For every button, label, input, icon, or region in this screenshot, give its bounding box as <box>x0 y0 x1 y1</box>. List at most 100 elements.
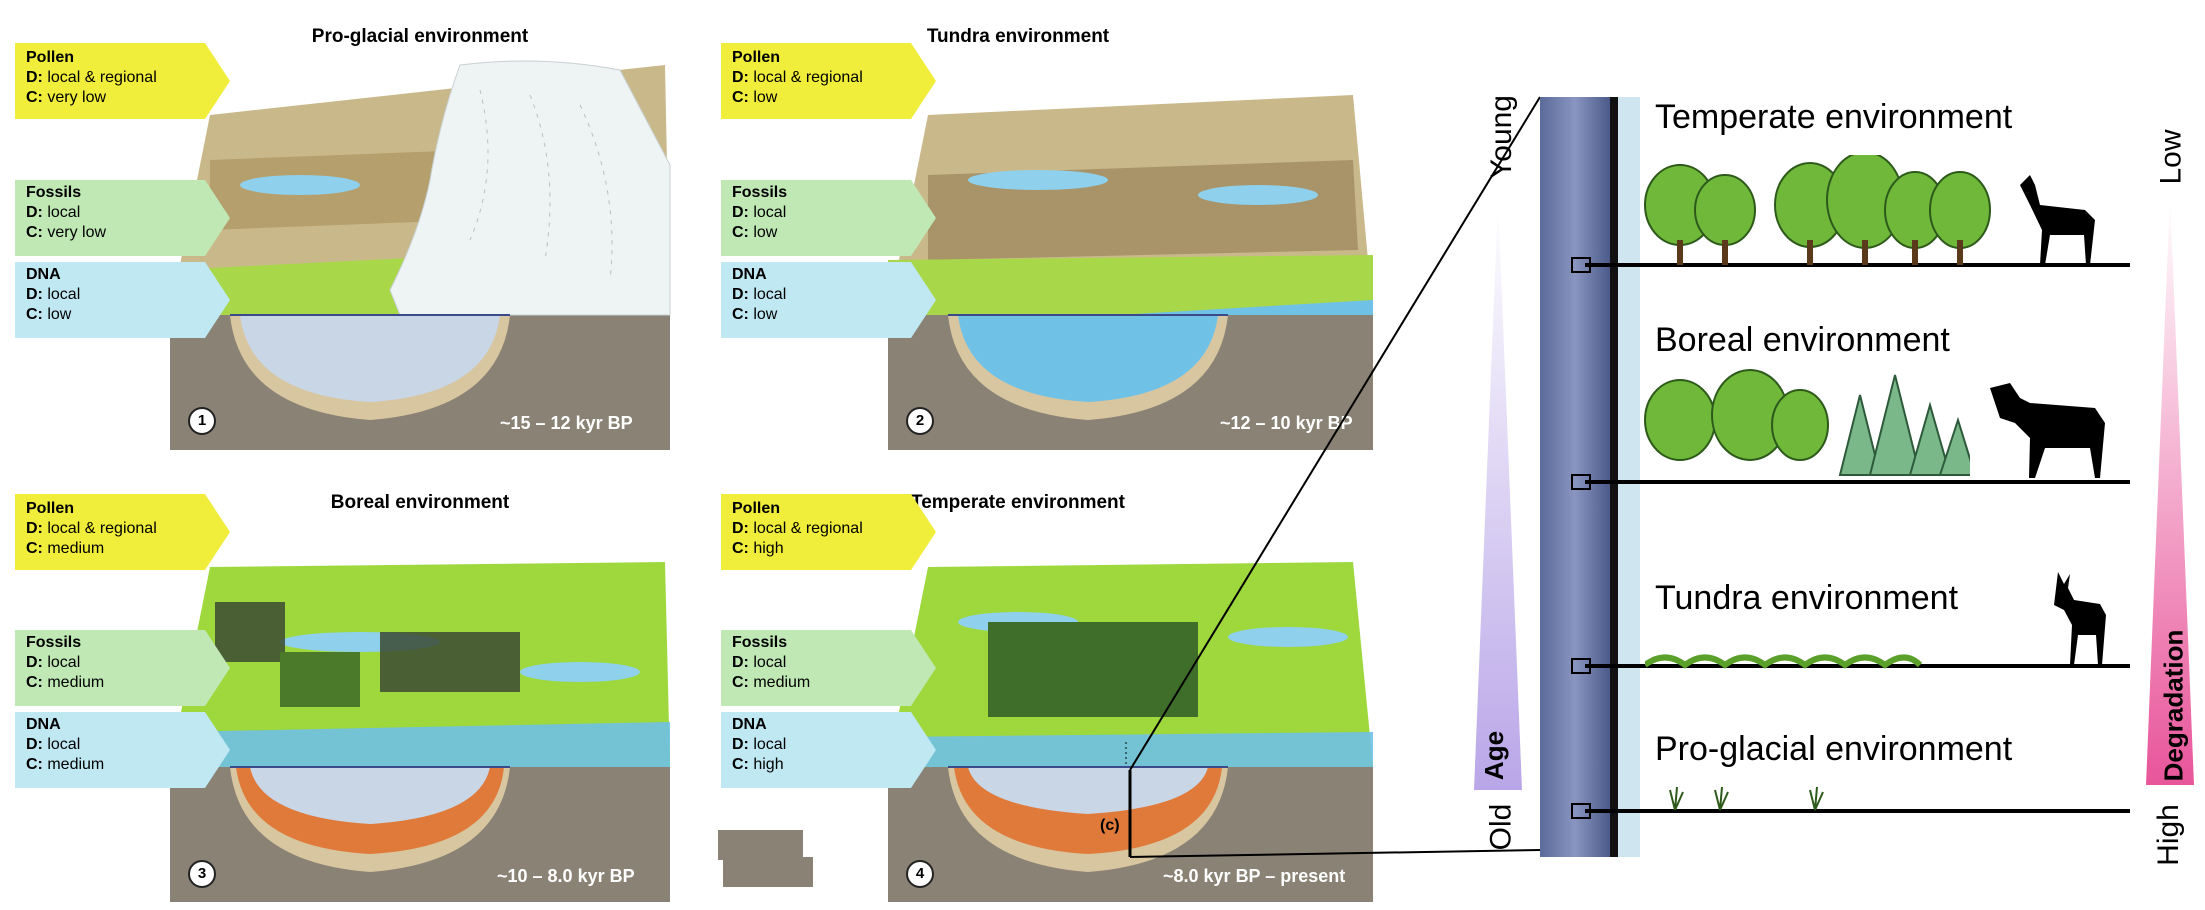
d-prefix: D: <box>732 286 749 303</box>
time-range: ~8.0 kyr BP – present <box>1163 866 1346 886</box>
time-range: ~15 – 12 kyr BP <box>500 413 633 433</box>
panel-number: 2 <box>906 407 934 435</box>
fossils-c-value: very low <box>47 224 107 241</box>
c-prefix: C: <box>26 224 43 241</box>
dna-c-value: medium <box>47 756 105 773</box>
age-gradient-bar <box>1474 200 1522 790</box>
reindeer-icon <box>2054 572 2106 665</box>
temperate-trees-icon <box>1644 155 1991 265</box>
dna-label: DNA D: local C: medium <box>26 715 104 775</box>
dna-c-value: low <box>47 306 72 323</box>
fossils-tag <box>15 180 230 256</box>
fossils-heading: Fossils <box>732 184 788 201</box>
age-axis-bottom: Old <box>1484 803 1518 851</box>
c-prefix: C: <box>26 306 43 323</box>
pollen-label: Pollen D: local & regional C: high <box>732 499 863 559</box>
boreal-trees-icon <box>1644 369 1970 476</box>
c-prefix: C: <box>26 674 43 691</box>
fossils-c-value: low <box>753 224 778 241</box>
pollen-tag <box>15 494 230 570</box>
dna-heading: DNA <box>26 716 61 733</box>
landscape-illustration <box>170 562 670 902</box>
d-prefix: D: <box>732 654 749 671</box>
degradation-axis-name: Degradation <box>2158 629 2189 782</box>
fossils-c-value: medium <box>47 674 105 691</box>
d-prefix: D: <box>732 520 749 537</box>
pollen-heading: Pollen <box>26 500 75 517</box>
dna-tag <box>15 262 230 338</box>
fossils-tag <box>721 630 936 706</box>
panel-4: Temperate environment (c) Pollen D: loca… <box>718 452 1418 907</box>
fossils-tag <box>15 630 230 706</box>
d-prefix: D: <box>26 736 43 753</box>
dna-heading: DNA <box>732 266 767 283</box>
pollen-d-value: local & regional <box>753 69 863 86</box>
c-prefix: C: <box>26 89 43 106</box>
panel-title: Boreal environment <box>330 492 510 513</box>
deer-icon <box>2020 175 2095 265</box>
c-prefix: C: <box>732 306 749 323</box>
time-range: ~12 – 10 kyr BP <box>1220 413 1353 433</box>
d-prefix: D: <box>732 69 749 86</box>
dna-heading: DNA <box>26 266 61 283</box>
pollen-heading: Pollen <box>26 49 75 66</box>
panel-number: 4 <box>906 860 934 888</box>
fossils-d-value: local <box>47 654 81 671</box>
level-label-boreal: Boreal environment <box>1655 321 1950 359</box>
fossils-label: Fossils D: local C: medium <box>26 633 104 693</box>
dna-d-value: local <box>47 286 81 303</box>
fossils-c-value: medium <box>753 674 811 691</box>
dna-d-value: local <box>753 736 787 753</box>
d-prefix: D: <box>26 69 43 86</box>
dna-label: DNA D: local C: low <box>26 265 80 325</box>
d-prefix: D: <box>732 204 749 221</box>
age-axis-top: Young <box>1485 95 1518 179</box>
dna-d-value: local <box>753 286 787 303</box>
dna-d-value: local <box>47 736 81 753</box>
fossils-d-value: local <box>47 204 81 221</box>
c-prefix: C: <box>732 224 749 241</box>
pollen-tag <box>721 494 936 570</box>
fossils-d-value: local <box>753 654 787 671</box>
c-prefix: C: <box>732 540 749 557</box>
degradation-gradient-bar <box>2146 195 2194 785</box>
pollen-c-value: high <box>753 540 784 557</box>
pollen-heading: Pollen <box>732 49 781 66</box>
dna-c-value: low <box>753 306 778 323</box>
panel-title: Pro-glacial environment <box>311 26 529 47</box>
c-prefix: C: <box>26 756 43 773</box>
degradation-axis-top: Low <box>2154 129 2188 185</box>
pollen-tag <box>721 43 936 119</box>
c-prefix: C: <box>732 674 749 691</box>
pollen-c-value: very low <box>47 89 107 106</box>
fossils-heading: Fossils <box>26 634 82 651</box>
moose-icon <box>1990 383 2105 478</box>
pollen-c-value: low <box>753 89 778 106</box>
d-prefix: D: <box>26 654 43 671</box>
panel-title: Temperate environment <box>911 492 1125 513</box>
pollen-label: Pollen D: local & regional C: very low <box>26 48 157 108</box>
fossils-tag <box>721 180 936 256</box>
dna-label: DNA D: local C: low <box>732 265 786 325</box>
tundra-shrubs-icon <box>1645 654 1923 669</box>
fossils-label: Fossils D: local C: very low <box>26 183 106 243</box>
dna-tag <box>721 712 936 788</box>
panel-title: Tundra environment <box>926 26 1110 47</box>
d-prefix: D: <box>26 204 43 221</box>
c-prefix: C: <box>732 89 749 106</box>
level-label-proglacial: Pro-glacial environment <box>1655 730 2013 768</box>
c-prefix: C: <box>732 756 749 773</box>
pollen-c-value: medium <box>47 540 105 557</box>
core-level-lines <box>1571 257 2130 819</box>
fossils-heading: Fossils <box>26 184 82 201</box>
dna-heading: DNA <box>732 716 767 733</box>
landscape-illustration <box>170 60 671 450</box>
pollen-d-value: local & regional <box>47 69 157 86</box>
c-prefix: C: <box>26 540 43 557</box>
panel-number: 3 <box>188 860 216 888</box>
fossils-heading: Fossils <box>732 634 788 651</box>
fossils-d-value: local <box>753 204 787 221</box>
fossils-label: Fossils D: local C: low <box>732 183 787 243</box>
d-prefix: D: <box>26 520 43 537</box>
age-axis-name: Age <box>1479 730 1510 781</box>
